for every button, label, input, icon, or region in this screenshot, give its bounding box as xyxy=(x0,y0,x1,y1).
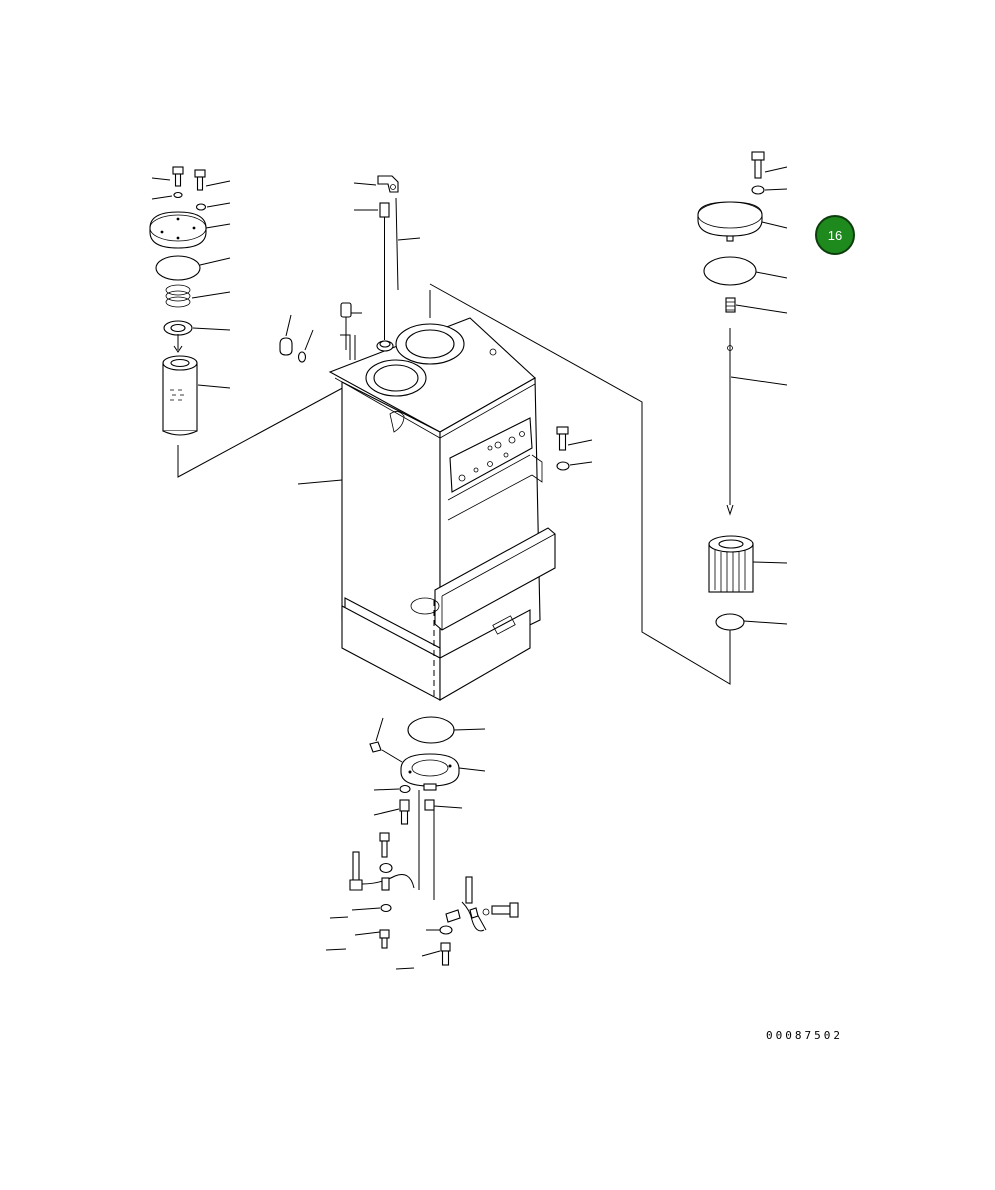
gasket-bottom xyxy=(407,716,455,744)
drain-plug xyxy=(369,717,403,763)
tank-port-large-2 xyxy=(365,359,427,397)
washer-left-1 xyxy=(173,191,183,199)
bolt-left-1 xyxy=(172,166,184,187)
valve-left xyxy=(163,320,193,353)
cap-small xyxy=(279,314,293,356)
bolt-bottom-horizontal xyxy=(482,902,519,918)
fitting-bottom xyxy=(424,799,435,811)
reference-line-right xyxy=(429,283,731,685)
bolt-tank-right xyxy=(556,426,569,451)
tank-side-panel xyxy=(449,417,533,493)
bolt-bottom-3 xyxy=(379,929,390,949)
washer-left-2 xyxy=(195,203,207,211)
plug-small xyxy=(297,329,314,363)
rod-right xyxy=(726,328,734,516)
breather xyxy=(340,302,362,350)
washer-right-1 xyxy=(751,185,765,195)
callout-badge-label: 16 xyxy=(827,227,843,243)
gasket-left xyxy=(155,255,201,281)
washer-bottom-2 xyxy=(379,862,393,874)
washer-bottom-3 xyxy=(380,903,392,913)
filter-element-right xyxy=(708,535,754,593)
tank-port-small xyxy=(376,340,394,352)
filter-element-left xyxy=(162,355,198,436)
gasket-right xyxy=(703,256,757,286)
spring-right xyxy=(725,297,736,313)
gauge-plug xyxy=(379,197,399,340)
callout-badge[interactable]: 16 xyxy=(815,215,855,255)
washer-bottom-1 xyxy=(399,784,411,794)
bottom-cover xyxy=(400,753,460,791)
left-filter-assembly xyxy=(149,166,349,478)
filter-cover-right xyxy=(697,201,763,242)
elbow-fitting xyxy=(377,175,399,193)
bolt-left-2 xyxy=(194,169,206,191)
spring-left xyxy=(165,284,191,308)
bolt-bottom-4 xyxy=(440,942,451,966)
tank-port-large-1 xyxy=(395,323,465,365)
o-ring-right xyxy=(715,613,745,631)
washer-tank-right xyxy=(556,461,570,471)
washer-bottom-4 xyxy=(439,925,453,935)
bolt-bottom-1 xyxy=(399,799,410,825)
hose-left xyxy=(349,790,420,891)
bolt-bottom-2 xyxy=(379,832,390,858)
hose-right xyxy=(433,806,487,932)
bolt-right-1 xyxy=(751,151,765,179)
drawing-number: 00087502 xyxy=(766,1029,843,1042)
right-filter-assembly xyxy=(697,151,788,631)
hydraulic-tank xyxy=(297,317,593,701)
filter-cover-left xyxy=(149,211,207,249)
bottom-parts xyxy=(325,716,519,970)
top-center-parts xyxy=(279,175,421,363)
